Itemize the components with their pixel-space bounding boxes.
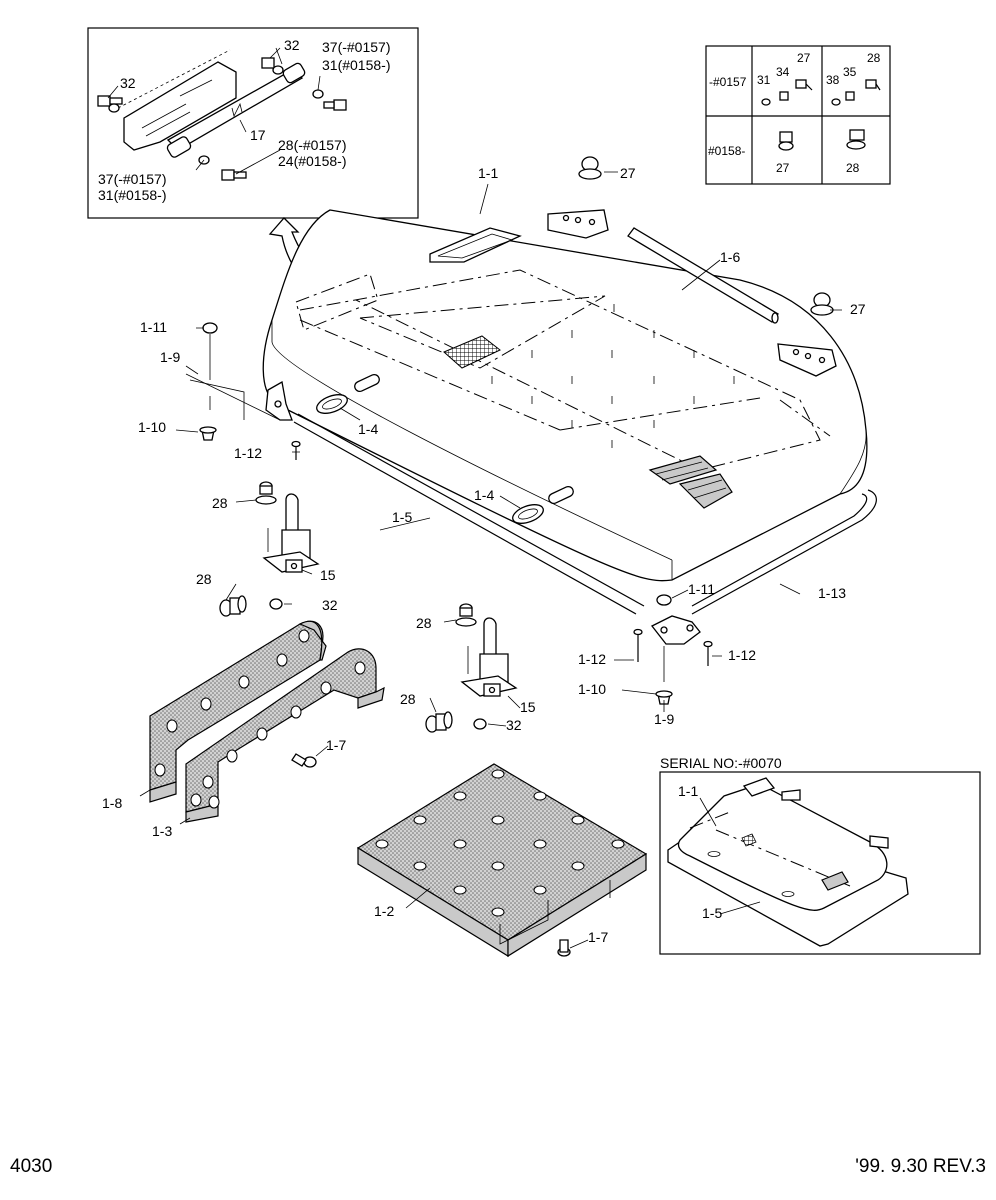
bolt-28a: [221, 169, 247, 181]
roof-panel: [262, 209, 868, 582]
side-liner-1-3: [185, 648, 385, 823]
table-row-label: -#0157: [709, 75, 747, 89]
callout-1-10: 1-10: [578, 681, 606, 697]
rod-1-6: [627, 227, 779, 323]
table-callout: 34: [776, 65, 790, 79]
callout-1-5: 1-5: [702, 905, 722, 921]
callout-27: 27: [620, 165, 636, 181]
bolt-24: [323, 99, 347, 111]
corner-piece-front: [651, 615, 701, 682]
roof-studs: [491, 304, 735, 448]
callout-27: 27: [850, 301, 866, 317]
plug-27: [810, 292, 834, 316]
table-callout: 27: [776, 161, 790, 175]
callout-1-11: 1-11: [688, 581, 715, 597]
callout-1-12: 1-12: [728, 647, 756, 663]
callout-28: 28: [400, 691, 416, 707]
floor-mat-1-2: [356, 763, 648, 958]
callout-1-6: 1-6: [720, 249, 740, 265]
callout-32: 32: [322, 597, 338, 613]
callout-1-3: 1-3: [152, 823, 172, 839]
callout-1-1: 1-1: [678, 783, 698, 799]
callout-1-9: 1-9: [160, 349, 180, 365]
nut-32: [269, 598, 283, 610]
callout-24: 24(#0158-): [278, 153, 347, 169]
serial-variant-table: -#0157 #0158- 31 34 27 38 35 28 27 28: [705, 45, 891, 185]
bolt-28: [455, 603, 477, 627]
nut-32: [473, 718, 487, 730]
bolt-32a: [97, 95, 123, 113]
callout-28: 28: [196, 571, 212, 587]
latch-15: [460, 617, 518, 697]
bolt-32b: [261, 57, 284, 75]
callout-31: 31(#0158-): [98, 187, 167, 203]
callout-1-7: 1-7: [326, 737, 346, 753]
bolt-28: [255, 481, 277, 505]
callout-1-4: 1-4: [474, 487, 494, 503]
screw-1-12: [703, 640, 713, 666]
callout-15: 15: [520, 699, 536, 715]
screw-1-12: [633, 628, 643, 662]
inset-link-detail: 32 32 37(-#0157) 31(#0158-) 17 28(-#0157…: [87, 27, 419, 219]
callout-1-5: 1-5: [392, 509, 412, 525]
callout-1-12: 1-12: [578, 651, 606, 667]
screw-1-12: [291, 440, 301, 460]
callout-28: 28(-#0157): [278, 137, 347, 153]
table-row-label: #0158-: [708, 144, 745, 158]
bracket-plate: [123, 61, 237, 151]
callout-1-10: 1-10: [138, 419, 166, 435]
callout-1-11: 1-11: [140, 319, 167, 335]
slot-grommet: [316, 373, 380, 414]
seal-strip-1-13: [691, 489, 877, 615]
callout-1-2: 1-2: [374, 903, 394, 919]
seal-strip-1-5: [293, 413, 645, 615]
callout-28: 28: [416, 615, 432, 631]
callout-1-1: 1-1: [478, 165, 498, 181]
callout-32: 32: [506, 717, 522, 733]
callout-32: 32: [284, 37, 300, 53]
table-callout: 28: [867, 51, 881, 65]
callout-31: 31(#0158-): [322, 57, 391, 73]
grommet-1-10: [199, 426, 217, 441]
latch-15: [262, 493, 320, 573]
screw-1-7: [291, 753, 317, 768]
callout-1-9: 1-9: [654, 711, 674, 727]
bolt-28: [425, 711, 453, 733]
inset-serial-variant: SERIAL NO:-#0070 1-1 1-5: [659, 755, 981, 955]
screw-1-7: [557, 939, 571, 957]
serial-inset-title: SERIAL NO:-#0070: [660, 755, 782, 771]
callout-15: 15: [320, 567, 336, 583]
table-callout: 38: [826, 73, 840, 87]
table-callout: 31: [757, 73, 771, 87]
callout-37: 37(-#0157): [98, 171, 167, 187]
table-callout: 27: [797, 51, 811, 65]
washer-37a: [312, 89, 324, 99]
cap-1-11: [656, 594, 672, 606]
callout-28: 28: [212, 495, 228, 511]
hinge-rear: [547, 209, 609, 239]
callout-1-7: 1-7: [588, 929, 608, 945]
callout-1-12: 1-12: [234, 445, 262, 461]
slot-grommet: [512, 485, 574, 524]
page-number: 4030: [10, 1156, 53, 1177]
callout-32: 32: [120, 75, 136, 91]
hinge-right: [777, 343, 837, 377]
inset-frame: [87, 27, 419, 219]
callout-37: 37(-#0157): [322, 39, 391, 55]
cap-1-11: [202, 322, 218, 380]
bolt-28: [219, 595, 247, 617]
table-callout: 35: [843, 65, 857, 79]
revision-date: '99. 9.30 REV.3: [855, 1156, 986, 1177]
callout-1-8: 1-8: [102, 795, 122, 811]
table-callout: 28: [846, 161, 860, 175]
callout-1-13: 1-13: [818, 585, 846, 601]
corner-piece-left: [185, 373, 293, 421]
side-liner-1-8: [149, 620, 327, 803]
callout-1-4: 1-4: [358, 421, 378, 437]
plug-27: [578, 156, 602, 180]
callout-17: 17: [250, 127, 266, 143]
insulation-outline: [295, 273, 379, 331]
